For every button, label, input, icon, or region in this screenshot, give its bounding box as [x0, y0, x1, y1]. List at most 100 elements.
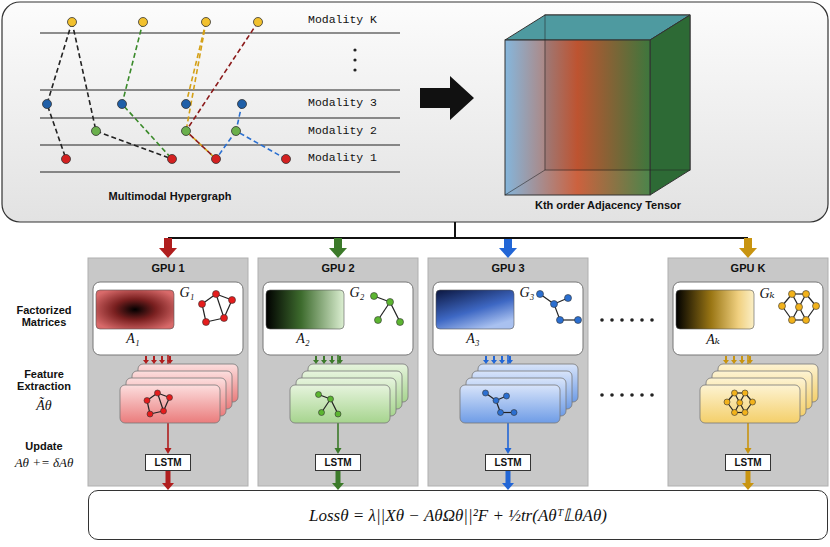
factor-box: A₁ G₁	[93, 282, 243, 355]
graph-figure	[316, 392, 342, 418]
graph-vertex	[737, 400, 743, 406]
graph-vertex	[203, 319, 210, 326]
connector	[159, 222, 455, 258]
graph-figure	[199, 291, 236, 326]
hyperedge	[72, 22, 172, 159]
ellipsis-dot	[353, 48, 356, 51]
graph-vertex	[199, 301, 206, 308]
hypergraph-vertex	[254, 18, 263, 27]
factor-box-text: G₁	[180, 285, 195, 301]
graph-vertex	[789, 291, 796, 298]
hyperedge	[122, 22, 172, 159]
matrix-figure	[436, 290, 514, 329]
graph-vertex	[575, 317, 582, 324]
arrow-head	[499, 248, 517, 258]
hypergraph-vertex	[232, 127, 241, 136]
factor-box: A₃G₃	[433, 282, 583, 355]
graph-vertex	[371, 293, 378, 300]
gpu-panel: GPU 2A₂G₂LSTM	[258, 258, 418, 486]
graph-vertex	[750, 399, 756, 405]
cube-side	[650, 15, 690, 195]
small-arrow-head	[747, 360, 753, 364]
graph-vertex	[779, 303, 786, 310]
hypergraph-vertex	[182, 100, 191, 109]
modality-line	[40, 32, 400, 33]
connector-line	[334, 238, 342, 248]
matrix-figure	[266, 290, 344, 329]
graph-figure	[483, 390, 518, 416]
factor-box-text: A₁	[126, 331, 139, 347]
lstm-box: LSTM	[145, 454, 191, 471]
cube-hidden-edge	[545, 170, 690, 171]
graph-vertex	[813, 303, 820, 310]
connector-trunk	[338, 222, 455, 238]
connector-trunk	[455, 222, 748, 238]
arrow-head	[739, 248, 757, 258]
graph-vertex	[511, 410, 517, 416]
hypergraph-vertex	[282, 155, 291, 164]
graph-vertex	[161, 408, 167, 414]
connector-line	[336, 471, 341, 483]
hyperedge	[186, 22, 206, 104]
modality-line	[40, 144, 400, 145]
connector-trunk	[455, 222, 508, 238]
factor-box: A₂G₂	[263, 282, 413, 355]
graph-vertex	[213, 291, 220, 298]
arrow-head	[329, 248, 347, 258]
small-arrow	[733, 356, 735, 360]
small-arrow-head	[313, 360, 319, 364]
graph-vertex	[498, 410, 504, 416]
graph-vertex	[803, 291, 810, 298]
hypergraph-vertex	[118, 100, 127, 109]
factor-box-text: G₃	[520, 285, 535, 301]
factor-box-text: Aₖ	[706, 331, 720, 348]
ellipsis-dot	[610, 393, 614, 397]
graph-vertex	[732, 390, 738, 396]
ellipsis-dot	[650, 318, 654, 322]
factor-box-text: G₂	[350, 285, 365, 301]
connector-line	[166, 471, 171, 483]
graph-vertex	[742, 390, 748, 396]
modality-line	[40, 171, 400, 172]
connector	[329, 222, 455, 258]
cube-hidden-edge	[505, 170, 545, 195]
gpu-panel: GPU 3A₃G₃LSTM	[428, 258, 588, 486]
hyperedge	[186, 22, 216, 159]
ellipsis-dot	[650, 393, 654, 397]
gpu-panel-background	[668, 258, 828, 486]
gpu-panel-text: GPU K	[731, 262, 766, 275]
small-arrow-head	[337, 360, 343, 364]
factor-box-text: Gₖ	[759, 285, 774, 302]
hypergraph-vertex	[168, 155, 177, 164]
factor-box-background	[673, 282, 823, 355]
graph-figure	[779, 291, 820, 324]
small-arrow	[509, 356, 511, 360]
ellipsis-dot	[600, 393, 604, 397]
hypergraph-vertex	[182, 127, 191, 136]
graph-vertex	[316, 392, 322, 398]
graph-vertex	[732, 410, 738, 416]
connector	[455, 222, 757, 258]
hypergraph-vertex	[139, 18, 148, 27]
small-arrow	[315, 356, 317, 360]
hypergraph-vertex	[202, 18, 211, 27]
small-arrow-head	[321, 360, 327, 364]
hypergraph-panel-text: Kth order Adjacency Tensor	[535, 199, 681, 212]
lstm-box-text: LSTM	[494, 457, 521, 468]
matrix-figure	[676, 290, 754, 329]
ellipsis-dot	[353, 58, 356, 61]
hypergraph-panel-text: Multimodal Hypergraph	[109, 190, 232, 203]
connector	[162, 471, 174, 490]
lstm-box-text: LSTM	[324, 457, 351, 468]
small-arrow	[339, 356, 341, 360]
factor-box-background	[93, 282, 243, 355]
small-arrow	[485, 356, 487, 360]
modality-label: Modality 1	[308, 151, 377, 164]
connector-line	[744, 238, 752, 248]
modality-line	[40, 89, 400, 90]
gpu-panel: GPU 1A₁G₁LSTM	[88, 258, 248, 486]
connector-line	[746, 471, 751, 483]
modality-label: Modality K	[308, 13, 377, 26]
small-arrow-head	[483, 360, 489, 364]
graph-vertex	[789, 317, 796, 324]
